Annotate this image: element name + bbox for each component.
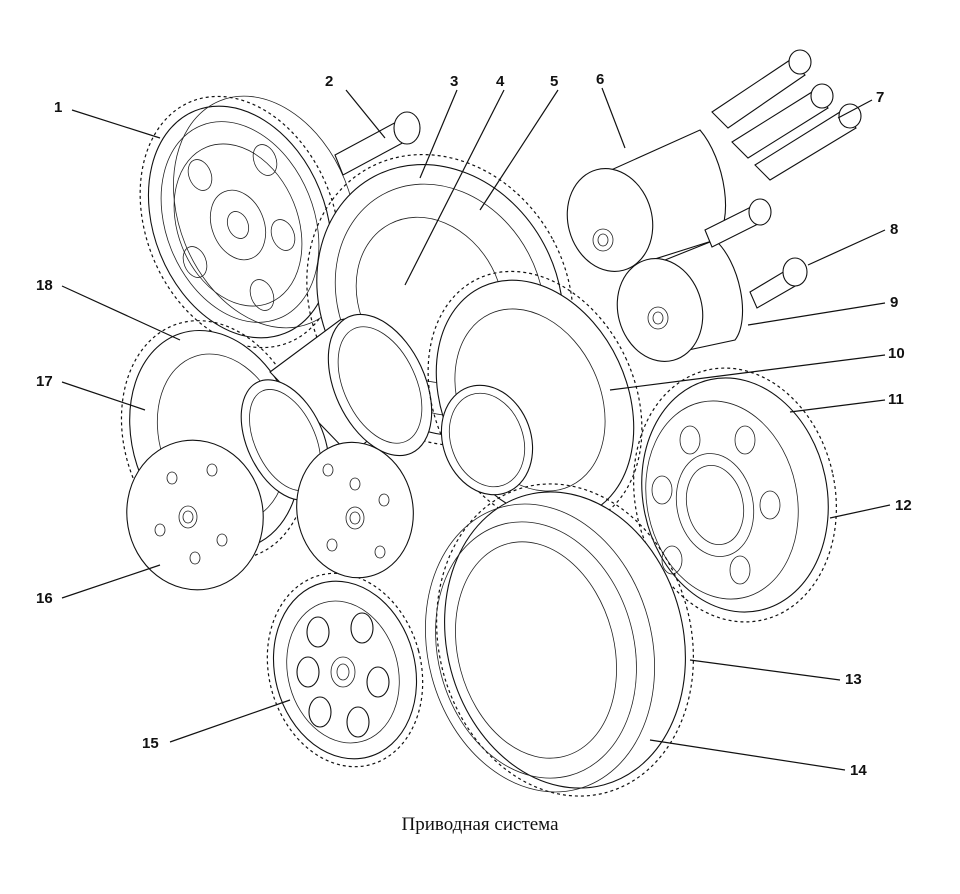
hub-cylinder <box>269 313 433 457</box>
callout-6: 6 <box>596 71 604 88</box>
callout-16: 16 <box>36 590 53 607</box>
gear-10 <box>427 270 643 530</box>
callout-4: 4 <box>496 73 505 90</box>
callout-12: 12 <box>895 497 912 514</box>
hub-9 <box>616 239 744 362</box>
bolts-7 <box>711 49 862 181</box>
callout-11: 11 <box>888 391 904 408</box>
callout-5: 5 <box>550 73 558 90</box>
plate-center <box>296 441 414 579</box>
hub-6 <box>566 129 727 272</box>
bolt-2 <box>334 111 421 176</box>
figure-caption: Приводная система <box>401 814 559 835</box>
callout-2: 2 <box>325 73 333 90</box>
gear-14 <box>425 483 694 797</box>
callout-1: 1 <box>54 99 62 116</box>
callout-labels: 1 2 3 4 5 6 7 8 9 10 11 12 13 14 15 16 1… <box>36 71 912 779</box>
gear-15 <box>266 572 424 768</box>
callout-9: 9 <box>890 294 898 311</box>
callout-8: 8 <box>890 221 898 238</box>
callout-13: 13 <box>845 671 862 688</box>
leader-lines <box>61 87 891 771</box>
bolt-8 <box>749 257 808 309</box>
plate-16 <box>126 439 264 591</box>
bolt-upper <box>704 198 772 248</box>
callout-17: 17 <box>36 373 53 390</box>
gear-12 <box>633 367 837 623</box>
callout-15: 15 <box>142 735 159 752</box>
callout-14: 14 <box>850 762 867 779</box>
gear-1 <box>139 95 357 349</box>
callout-3: 3 <box>450 73 458 90</box>
callout-10: 10 <box>888 345 905 362</box>
callout-7: 7 <box>876 89 884 106</box>
callout-18: 18 <box>36 277 53 294</box>
